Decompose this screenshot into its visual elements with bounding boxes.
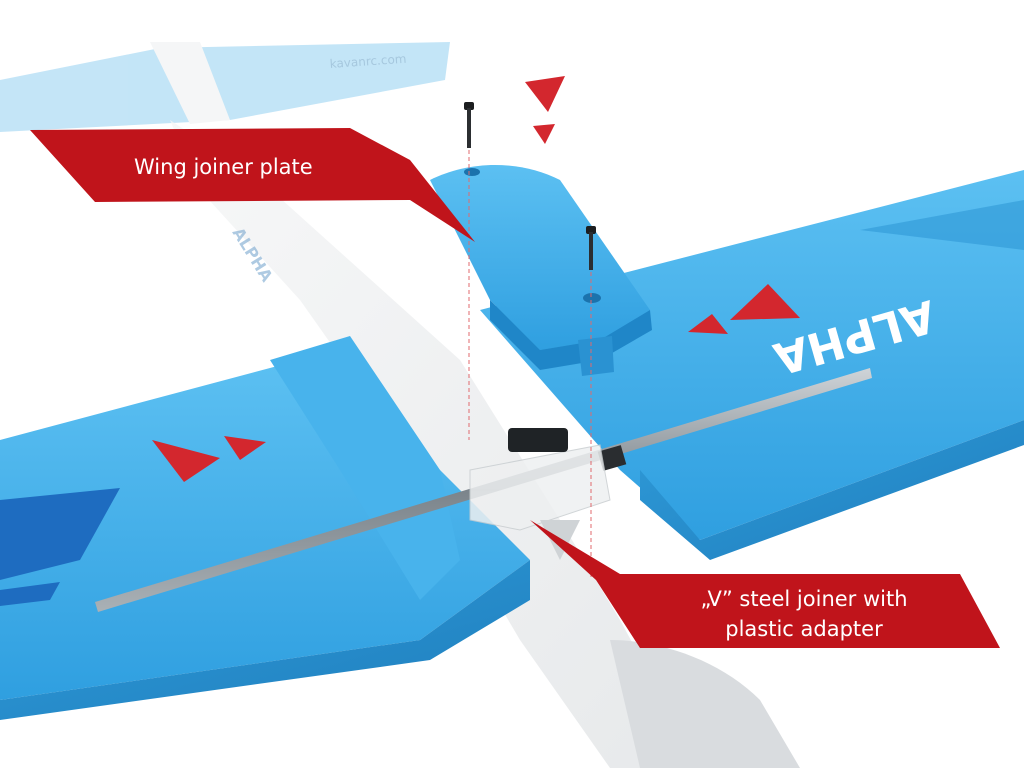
- right-wing-arrow-small: [688, 314, 728, 334]
- screw-right: [586, 226, 596, 270]
- direction-arrows: [152, 76, 800, 482]
- callout-steel-joiner: [530, 520, 1000, 648]
- left-wing: [0, 336, 530, 720]
- callout-label-steel-joiner: „V” steel joiner with plastic adapter: [700, 587, 908, 641]
- screw-left: [464, 102, 474, 148]
- callout-wing-joiner-plate: [30, 128, 475, 242]
- right-wing-arrow-large: [730, 284, 800, 320]
- alignment-guides: [468, 150, 592, 580]
- down-arrow-large: [525, 76, 565, 112]
- left-wing-arrow-large: [152, 440, 220, 482]
- tail-section: kavanrc.com: [0, 42, 450, 132]
- tail-lettering: kavanrc.com: [329, 52, 407, 71]
- plastic-adapter: [469, 428, 611, 560]
- wing-joiner-plate: [430, 165, 652, 376]
- callout-label-wing-joiner-plate: Wing joiner plate: [134, 155, 313, 179]
- down-arrow-small: [533, 124, 555, 144]
- left-wing-arrow-small: [224, 436, 266, 460]
